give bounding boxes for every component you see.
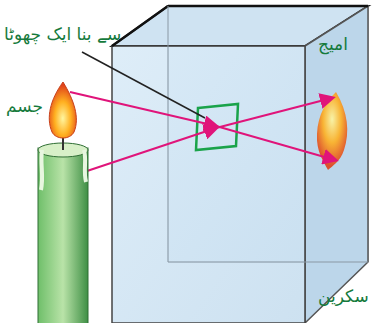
light-ray: [216, 126, 335, 160]
candle: [38, 82, 88, 323]
image-label: امیج: [318, 34, 348, 54]
screen-label: سکرین: [318, 286, 369, 306]
box-edge: [168, 6, 169, 262]
pinhole-label: سے بنا ایک چھوٹا: [4, 24, 121, 44]
object-label: جسم: [6, 96, 43, 116]
box-edge: [168, 262, 368, 263]
light-ray: [70, 92, 216, 126]
box-edge: [168, 5, 368, 8]
box-front: [112, 46, 305, 323]
box-side: [305, 6, 368, 323]
light-ray: [216, 98, 332, 128]
